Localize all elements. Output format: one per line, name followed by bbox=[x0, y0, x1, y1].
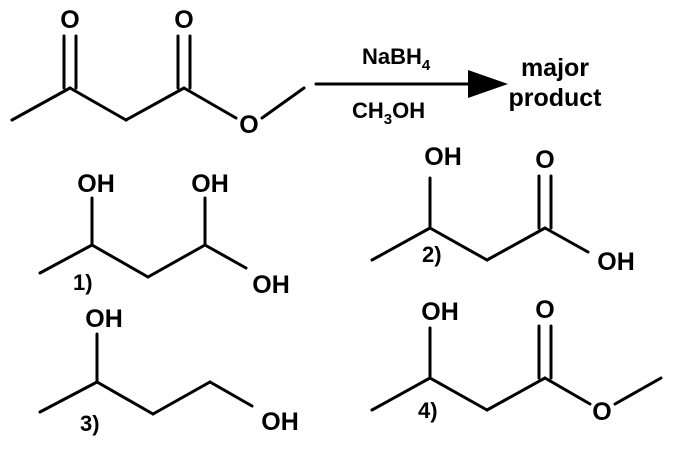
arrow-head bbox=[468, 70, 508, 98]
carbonyl-oxygen: O bbox=[535, 146, 554, 174]
hydroxyl-label: OH bbox=[424, 143, 462, 171]
starting-material: O O O bbox=[10, 6, 306, 139]
hydroxyl-label: OH bbox=[421, 298, 459, 326]
ketone-oxygen: O bbox=[60, 6, 79, 34]
hydroxyl-label: OH bbox=[261, 408, 299, 436]
choice-3-structure: OH OH bbox=[38, 305, 299, 436]
choice-4-label: 4) bbox=[418, 398, 438, 423]
ester-carbonyl-oxygen: O bbox=[174, 6, 193, 34]
carbonyl-oxygen: O bbox=[535, 296, 554, 324]
ester-oxygen: O bbox=[592, 398, 611, 426]
choice-3-label: 3) bbox=[80, 411, 100, 436]
reaction-arrow bbox=[314, 70, 508, 98]
hydroxyl-label: OH bbox=[191, 170, 229, 198]
hydroxyl-label: OH bbox=[77, 170, 115, 198]
hydroxyl-label: OH bbox=[252, 271, 290, 299]
choice-1-structure: OH OH OH bbox=[38, 170, 290, 299]
ester-oxygen: O bbox=[239, 111, 258, 139]
choice-1-label: 1) bbox=[73, 270, 93, 295]
solvent-label: CH3OH bbox=[352, 98, 425, 128]
product-label-line2: product bbox=[508, 84, 602, 112]
choice-2-label: 2) bbox=[422, 242, 442, 267]
choice-4-structure: OH O O bbox=[370, 296, 663, 426]
choice-2-structure: OH O OH bbox=[370, 143, 635, 276]
reagent-label: NaBH4 bbox=[362, 44, 431, 74]
hydroxyl-label: OH bbox=[85, 305, 123, 333]
hydroxyl-label: OH bbox=[597, 248, 635, 276]
product-label-line1: major bbox=[521, 54, 589, 82]
